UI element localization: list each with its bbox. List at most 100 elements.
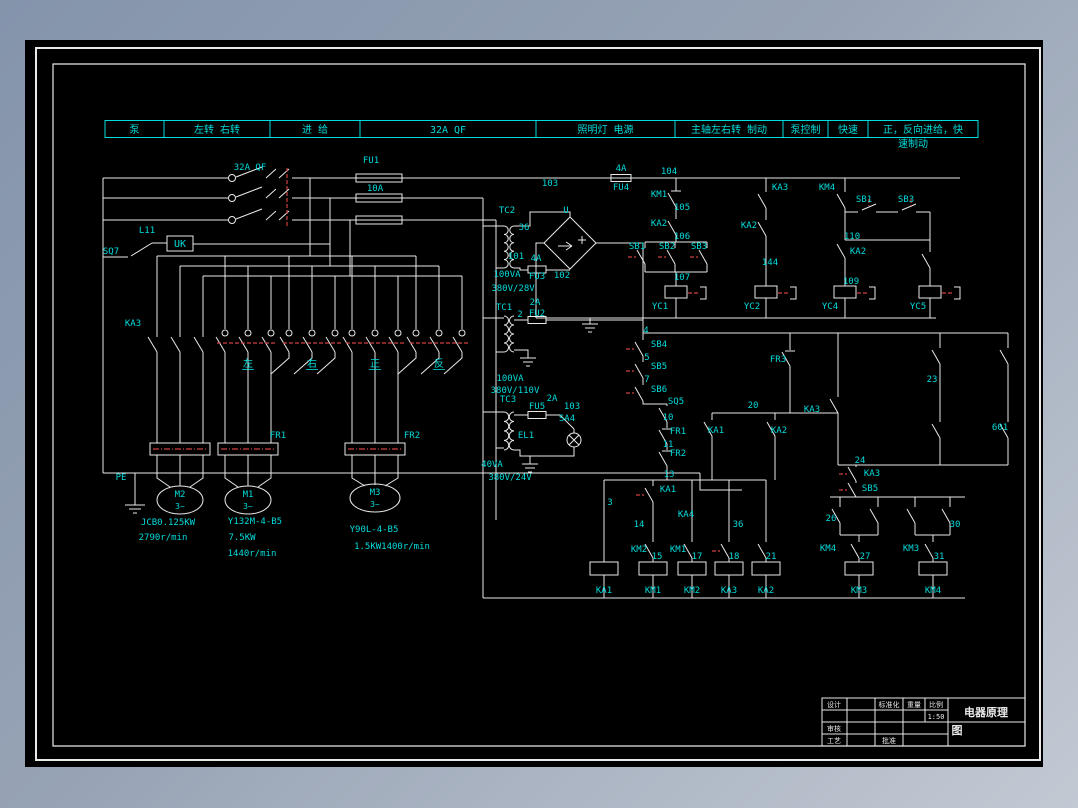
header-cell-label: 泵 (130, 124, 140, 136)
schematic-label: TC3 (500, 395, 516, 405)
schematic-label: 3~ (370, 500, 380, 509)
schematic-label: FU3 (529, 272, 545, 282)
title-block-label: 批准 (882, 736, 896, 745)
schematic-label: FU1 (363, 156, 379, 166)
schematic-label: SQ7 (103, 247, 119, 257)
schematic-label: 4A (531, 254, 542, 264)
schematic-label: YC4 (822, 302, 838, 312)
schematic-label: YC2 (744, 302, 760, 312)
outer-frame (35, 47, 1041, 761)
schematic-label: 7.5KW (228, 533, 256, 543)
schematic-label: M2 (175, 490, 186, 500)
schematic-label: SA4 (559, 414, 575, 424)
schematic-label: 30 (950, 520, 961, 530)
schematic-label: U (563, 206, 568, 216)
schematic-label: 106 (674, 232, 690, 242)
schematic-label: 15 (652, 552, 663, 562)
schematic-label: SB2 (659, 242, 675, 252)
schematic-label: 反 (434, 358, 444, 370)
schematic-label: 3 (607, 498, 612, 508)
schematic-label: SQ5 (668, 397, 684, 407)
title-block-grid (821, 697, 1026, 747)
schematic-label: FR2 (404, 431, 420, 441)
schematic-label: SB4 (651, 340, 667, 350)
schematic-label: SB6 (651, 385, 667, 395)
schematic-label: 10 (663, 413, 674, 423)
schematic-label: KM4 (820, 544, 836, 554)
schematic-label: 31 (934, 552, 945, 562)
header-cell-label: 泵控制 (791, 123, 821, 136)
schematic-label: 102 (554, 271, 570, 281)
schematic-label: 1.5KW1400r/min (354, 542, 430, 552)
schematic-label: SB5 (862, 484, 878, 494)
title-block-label: 工艺 (827, 737, 841, 745)
schematic-label: KM1 (651, 190, 667, 200)
wiring (35, 47, 1041, 761)
schematic-label: 26 (826, 514, 837, 524)
schematic-label: 1440r/min (228, 549, 277, 559)
schematic-label: 右 (307, 357, 317, 370)
schematic-label: 23 (927, 375, 938, 385)
mechanical-links (153, 168, 953, 552)
schematic-label: SB1 (856, 195, 872, 205)
schematic-label: KA1 (660, 485, 676, 495)
schematic-label: TC2 (499, 206, 515, 216)
header-cell-label: 主轴左右转 制动 (691, 123, 767, 136)
schematic-label: 4 (643, 326, 648, 336)
schematic-label: KM3 (851, 586, 867, 596)
schematic-label: JCB0.125KW (141, 518, 196, 528)
title-block-label: 审核 (827, 724, 841, 733)
schematic-label: 17 (692, 552, 703, 562)
schematic-label: 2A (547, 394, 558, 404)
schematic-label: KA2 (758, 586, 774, 596)
header-outline (104, 120, 979, 138)
schematic-label: UK (174, 239, 186, 250)
schematic-label: 11 (663, 440, 674, 450)
schematic-label: 103 (542, 179, 558, 189)
schematic-label: Y90L-4-B5 (350, 525, 399, 535)
schematic-label: YC5 (910, 302, 926, 312)
ground-symbol (125, 473, 145, 514)
schematic-label: 2A (530, 298, 541, 308)
motor-m3 (349, 483, 401, 513)
schematic-label: 5 (644, 353, 649, 363)
motor-m1 (224, 485, 272, 515)
schematic-label: 105 (674, 203, 690, 213)
schematic-label: 20 (748, 401, 759, 411)
schematic-label: FR2 (670, 449, 686, 459)
title-block-labels: 设计标准化重量比例1:50审核工艺批准 (827, 700, 944, 745)
schematic-label: 36 (733, 520, 744, 530)
schematic-label: M3 (370, 488, 381, 498)
schematic-label: KM4 (819, 183, 835, 193)
header-cell-label: 左转 右转 (194, 123, 240, 136)
schematic-label: 40VA (481, 460, 503, 470)
schematic-label: KA3 (804, 405, 820, 415)
schematic-label: 7 (644, 375, 649, 385)
rectifier-bridge (543, 216, 597, 270)
schematic-label: FR1 (670, 427, 686, 437)
schematic-label: 109 (843, 277, 859, 287)
header-overflow-label: 速制动 (898, 137, 928, 150)
drawing-title-cont: 图 (952, 724, 963, 737)
schematic-label: KM3 (903, 544, 919, 554)
schematic-label: 24 (855, 456, 866, 466)
title-block-label: 重量 (907, 701, 921, 709)
schematic-label: KA1 (708, 426, 724, 436)
schematic-label: TC1 (496, 303, 512, 313)
schematic-label: KA2 (651, 219, 667, 229)
schematic-label: SB3 (898, 195, 914, 205)
schematic-label: KA4 (678, 510, 694, 520)
schematic-label: SB5 (651, 362, 667, 372)
schematic-label: 21 (766, 552, 777, 562)
drawing-title: 电器原理 (964, 705, 1008, 719)
motor-m2 (156, 485, 204, 515)
header-cell-label: 快速 (838, 124, 858, 136)
drawing-canvas[interactable] (25, 40, 1043, 767)
schematic-label: 27 (860, 552, 871, 562)
schematic-label: 左 (243, 357, 253, 370)
ground-symbol (522, 456, 538, 473)
schematic-label: KM1 (670, 545, 686, 555)
